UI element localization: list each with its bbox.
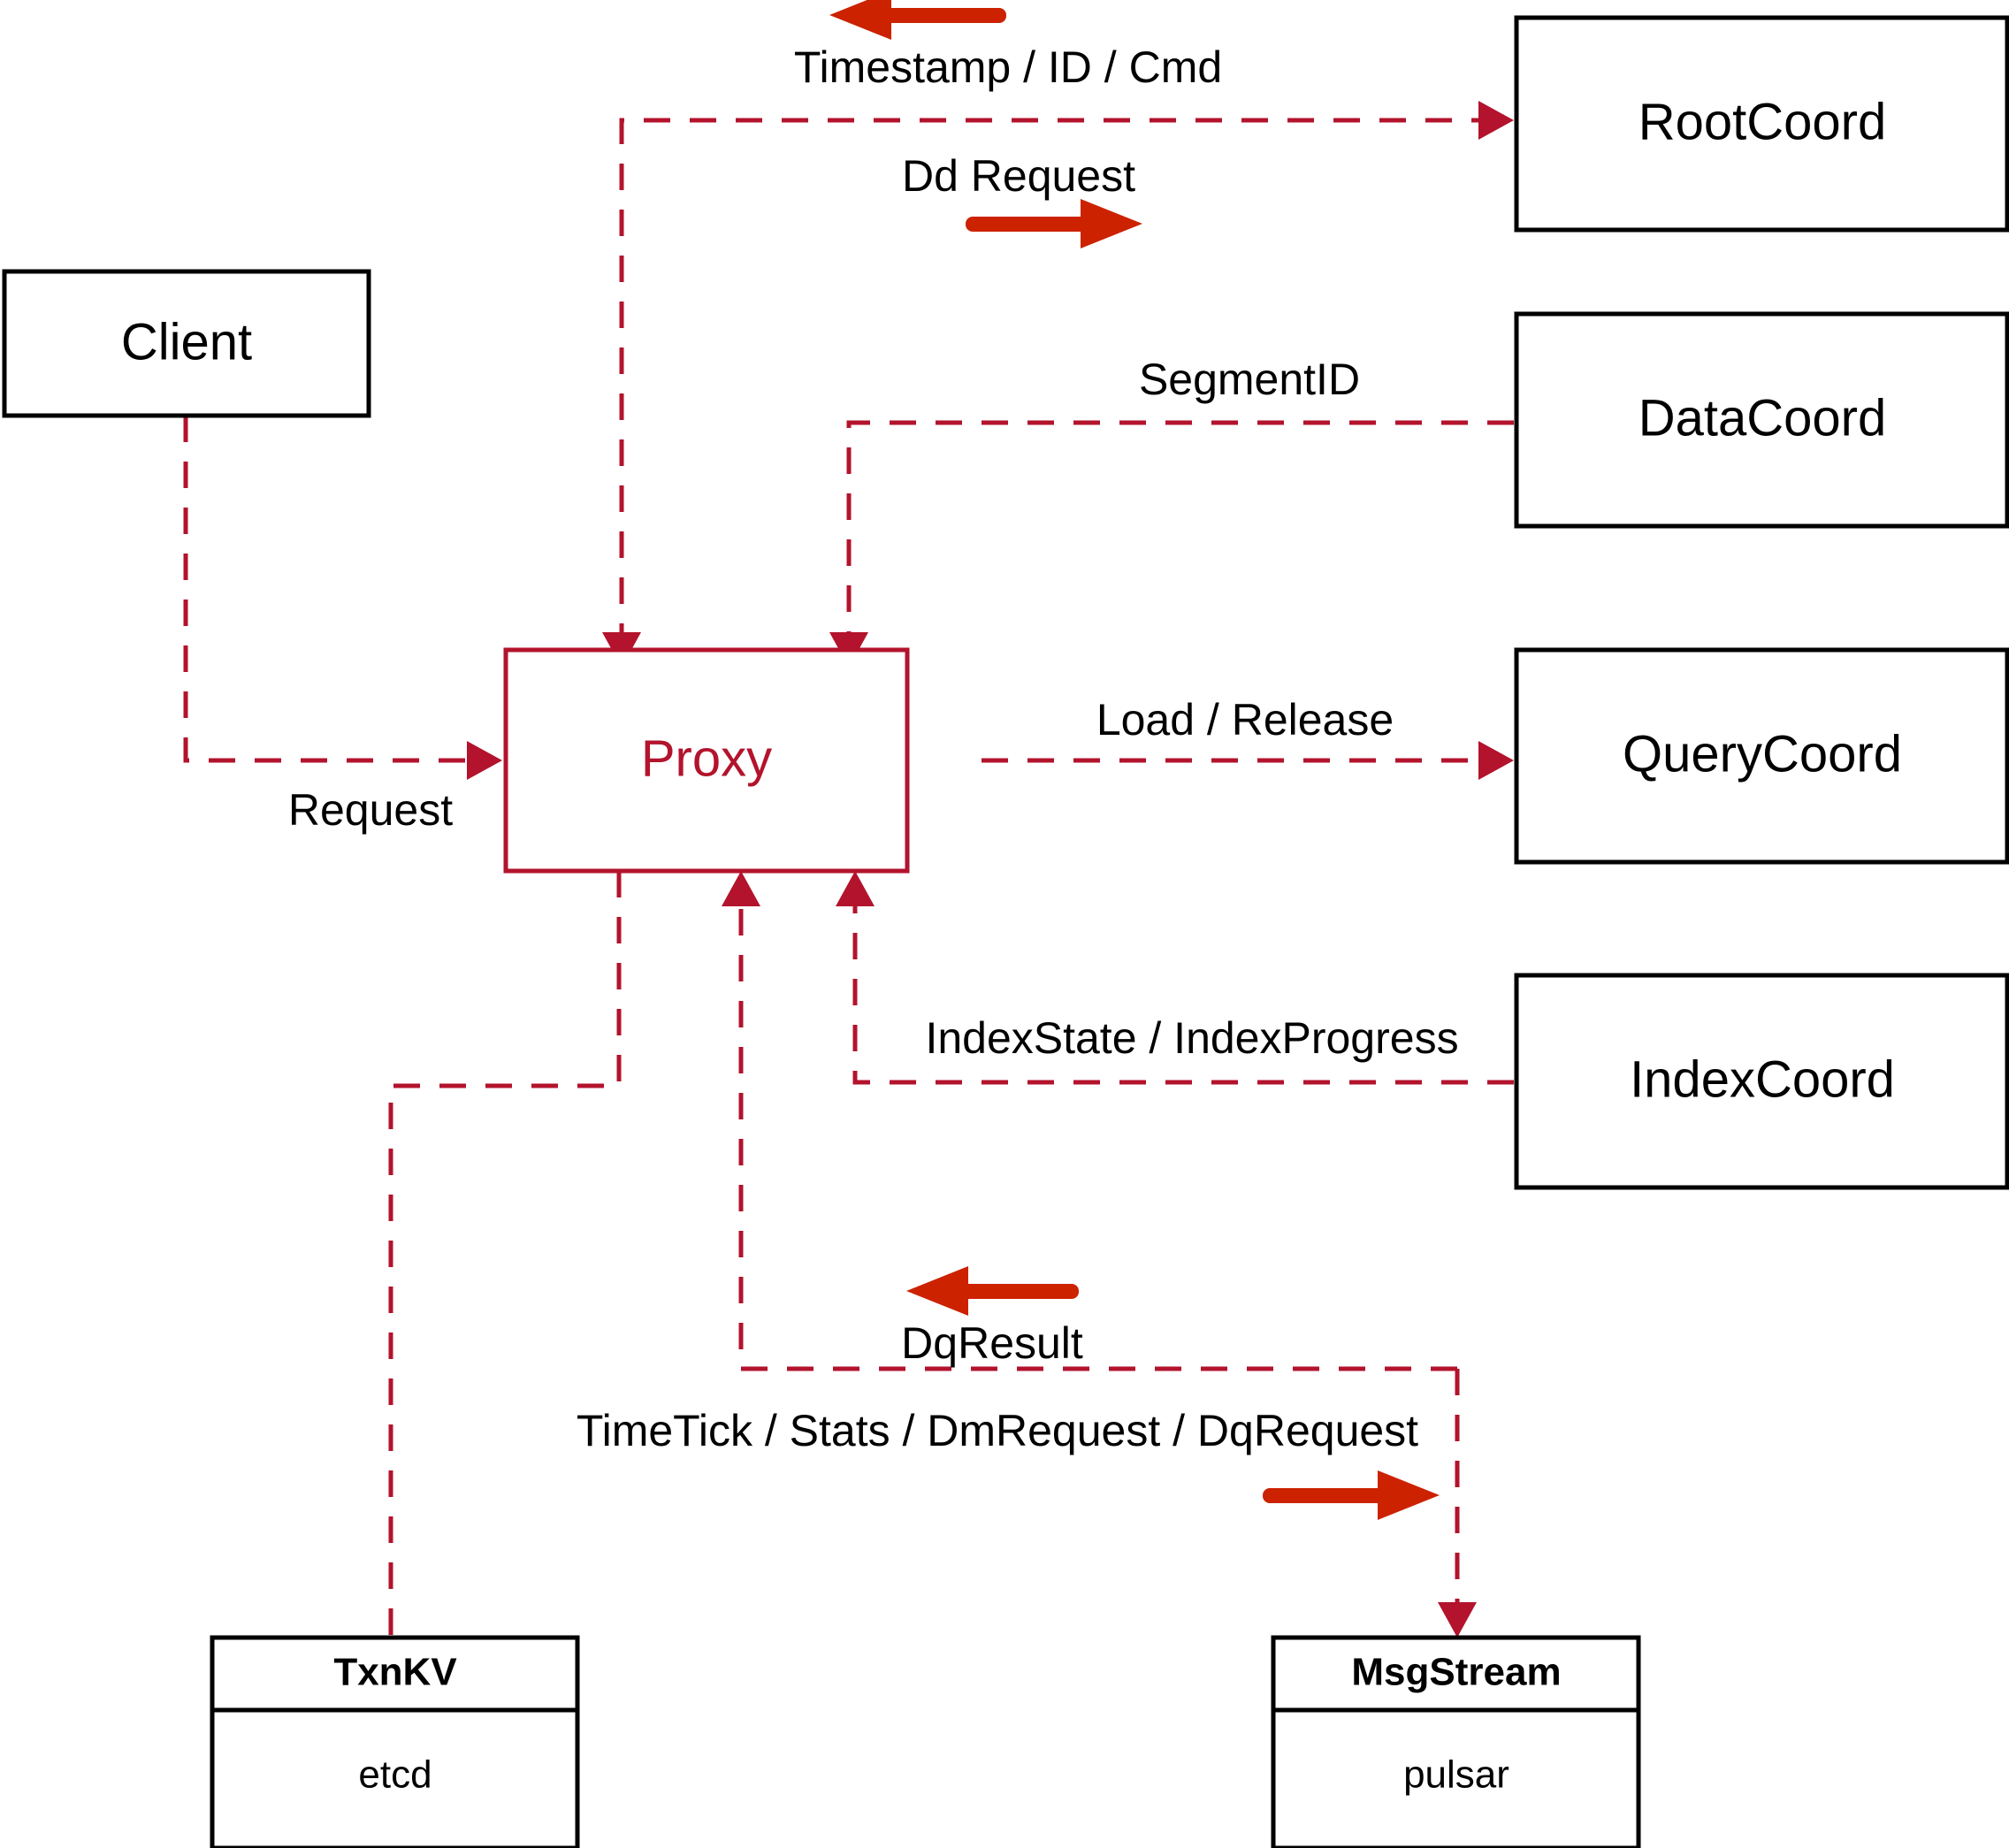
node-querycoord-label: QueryCoord [1623,725,1902,783]
edge-label-dqresult: DqResult [901,1318,1083,1368]
edge-datacoord-proxy [829,420,1514,668]
node-msgstream-sublabel: pulsar [1403,1753,1509,1797]
edge-msgstream-proxy-arrowhead [722,871,760,906]
node-msgstream[interactable]: MsgStream pulsar [1271,1635,1641,1848]
edge-label-timestamp-id-cmd: Timestamp / ID / Cmd [794,42,1222,92]
node-querycoord[interactable]: QueryCoord [1514,647,2009,865]
node-rootcoord[interactable]: RootCoord [1514,15,2009,233]
edge-client-proxy-line [183,416,485,763]
edge-proxy-txnkv [388,871,622,1638]
node-rootcoord-box[interactable] [1514,15,2009,233]
edge-indexcoord-proxy [836,871,1514,1085]
edge-proxy-msgstream-arrowhead [1438,1602,1477,1638]
node-msgstream-label: MsgStream [1351,1651,1561,1694]
edge-proxy-rootcoord-line [619,118,1496,650]
edge-label-request: Request [288,785,453,835]
node-proxy[interactable]: Proxy [503,647,910,874]
flow-arrow-dd-request-right [966,199,1142,248]
edge-client-proxy [183,416,502,780]
flow-arrow-dqresult-left [906,1266,1079,1316]
node-datacoord[interactable]: DataCoord [1514,311,2009,529]
node-txnkv-box[interactable] [210,1635,580,1848]
flow-arrow-timetick-right [1263,1470,1440,1520]
node-indexcoord-label: IndexCoord [1630,1050,1895,1108]
edge-proxy-txnkv-line [388,871,622,1638]
edge-proxy-rootcoord-arrowhead [1478,101,1514,140]
node-client-label: Client [121,313,252,370]
edge-label-dd-request: Dd Request [902,151,1135,201]
node-rootcoord-label: RootCoord [1639,93,1886,150]
node-proxy-label: Proxy [641,729,772,787]
edge-label-segmentid: SegmentID [1139,355,1360,404]
node-indexcoord-box[interactable] [1514,973,2009,1190]
edge-msgstream-proxy [722,871,1457,1371]
node-datacoord-label: DataCoord [1639,389,1886,447]
node-datacoord-box[interactable] [1514,311,2009,529]
node-proxy-box[interactable] [503,647,910,874]
node-client[interactable]: Client [2,269,371,418]
edge-label-indexstate-indexprogress: IndexState / IndexProgress [925,1013,1458,1063]
node-msgstream-box[interactable] [1271,1635,1641,1848]
node-client-box[interactable] [2,269,371,418]
edge-indexcoord-proxy-arrowhead [836,871,875,906]
edge-label-timetick-stats-dmrequest-dqrequest: TimeTick / Stats / DmRequest / DqRequest [577,1406,1418,1455]
edge-datacoord-proxy-line [846,420,1514,650]
flow-arrow-timestamp-left [829,0,1006,40]
edge-proxy-msgstream [1438,1369,1477,1638]
edge-label-load-release: Load / Release [1096,695,1394,745]
node-txnkv-label: TxnKV [333,1651,457,1694]
node-txnkv[interactable]: TxnKV etcd [210,1635,580,1848]
node-querycoord-box[interactable] [1514,647,2009,865]
node-txnkv-sublabel: etcd [358,1753,432,1797]
edge-indexcoord-proxy-line [852,889,1514,1085]
edge-proxy-querycoord-arrowhead [1478,741,1514,780]
node-indexcoord[interactable]: IndexCoord [1514,973,2009,1190]
edge-msgstream-proxy-line [738,889,1457,1371]
edge-proxy-querycoord [982,741,1514,780]
edge-client-proxy-arrowhead [467,741,502,780]
